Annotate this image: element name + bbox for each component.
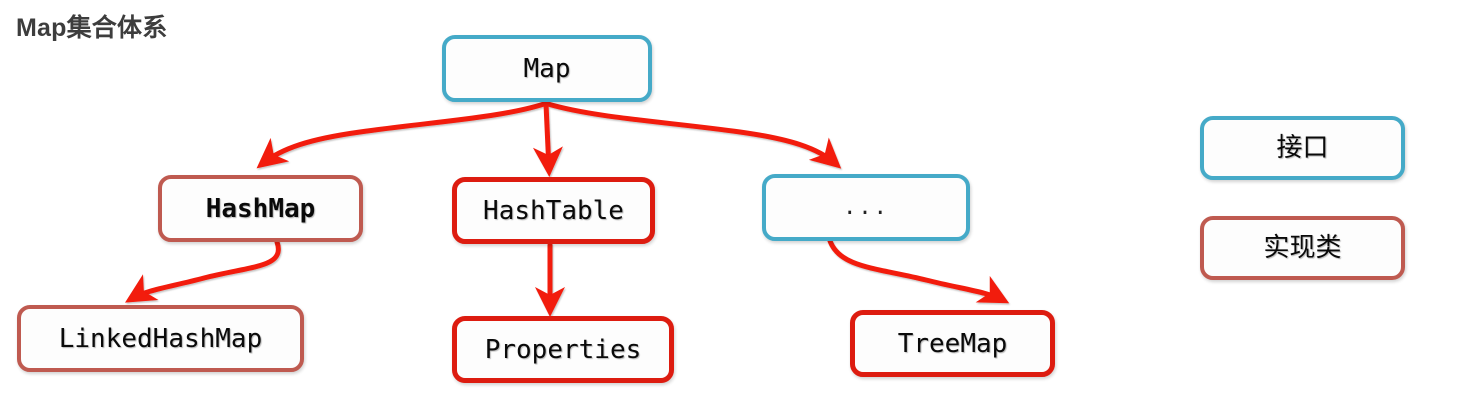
edge-map-to-hashtable: [532, 101, 563, 177]
node-ellipsis[interactable]: ...: [762, 174, 970, 241]
edge-hashmap-to-linkedhashmap: [124, 239, 281, 303]
node-treemap[interactable]: TreeMap: [850, 310, 1055, 377]
legend-interface-label: 接口: [1276, 133, 1329, 163]
node-properties-label: Properties: [484, 334, 642, 365]
node-treemap-label: TreeMap: [897, 328, 1008, 359]
node-properties[interactable]: Properties: [452, 316, 674, 383]
node-map[interactable]: Map: [442, 35, 652, 102]
edge-map-to-hashmap: [256, 101, 547, 169]
node-map-label: Map: [523, 53, 571, 84]
edge-ellipsis-to-treemap: [827, 238, 1010, 304]
node-hashtable-label: HashTable: [483, 195, 624, 226]
legend-interface[interactable]: 接口: [1200, 116, 1405, 180]
node-hashtable[interactable]: HashTable: [452, 177, 655, 244]
edge-map-to-ellipsis: [545, 101, 842, 169]
page-title: Map集合体系: [16, 14, 168, 42]
node-ellipsis-label: ...: [843, 194, 889, 220]
legend-implementation-label: 实现类: [1263, 233, 1342, 263]
node-hashmap-label: HashMap: [205, 193, 316, 224]
node-linkedhashmap[interactable]: LinkedHashMap: [17, 305, 304, 372]
node-hashmap[interactable]: HashMap: [158, 175, 363, 242]
node-linkedhashmap-label: LinkedHashMap: [58, 323, 263, 354]
legend-implementation[interactable]: 实现类: [1200, 216, 1405, 280]
